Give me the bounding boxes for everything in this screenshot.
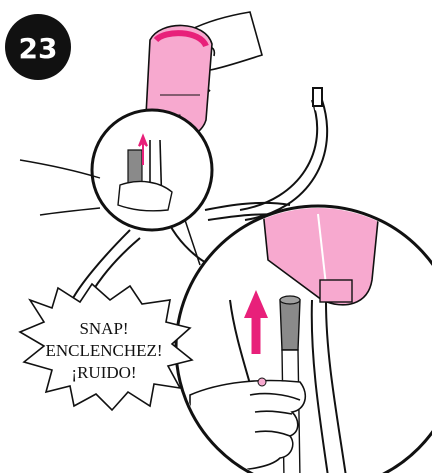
callout-line-1: SNAP! [79, 319, 128, 338]
step-badge: 23 [5, 14, 71, 80]
detail-magnifier-large [176, 200, 432, 473]
callout-line-2: ENCLENCHEZ! [45, 341, 162, 360]
background-arm [20, 160, 100, 215]
snap-callout: SNAP! ENCLENCHEZ! ¡RUIDO! [20, 284, 192, 410]
magnifier-connector [185, 220, 200, 265]
callout-line-3: ¡RUIDO! [71, 363, 136, 382]
detail-magnifier-small [92, 110, 212, 230]
step-number: 23 [19, 32, 58, 65]
